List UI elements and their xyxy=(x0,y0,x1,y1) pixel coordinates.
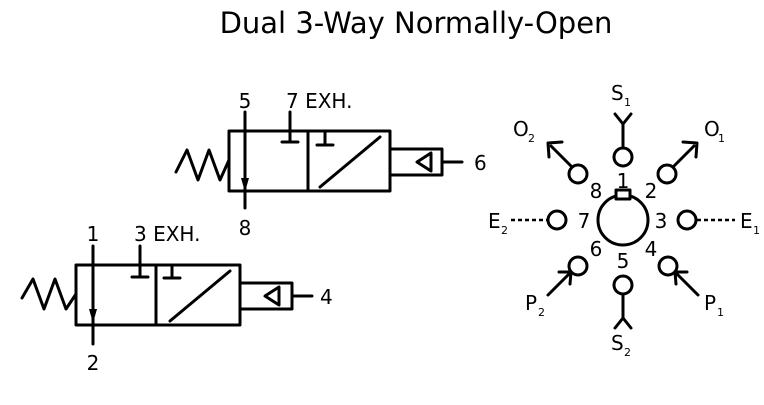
upper-valve-symbol xyxy=(174,110,464,210)
upper-port-7-exhaust-label: 7 EXH. xyxy=(286,89,352,113)
o2-arrow-line xyxy=(549,144,574,169)
port-circle-p2 xyxy=(567,255,589,277)
center-connector xyxy=(596,193,650,247)
port-p1-letter: P xyxy=(704,291,716,315)
port-label-e1: E 1 xyxy=(740,209,760,237)
port-label-e2: E 2 xyxy=(488,209,508,237)
port-circle-s1 xyxy=(612,146,634,168)
port-s2-subscript: 2 xyxy=(624,346,631,359)
port-e1-letter: E xyxy=(740,209,753,233)
pin-label-7: 7 xyxy=(578,209,591,233)
pin-label-4: 4 xyxy=(645,237,658,261)
lower-port-1-label: 1 xyxy=(87,222,100,246)
upper-port-8-label: 8 xyxy=(239,216,252,240)
pin-label-6: 6 xyxy=(590,237,603,261)
lower-spring-icon xyxy=(20,277,78,311)
port-p2-letter: P xyxy=(525,291,537,315)
port-circle-e1 xyxy=(676,209,698,231)
s1-fork-icon xyxy=(613,112,633,126)
port-s1-letter: S xyxy=(611,81,624,105)
port-s2-letter: S xyxy=(611,331,624,355)
upper-port-5-label: 5 xyxy=(239,89,252,113)
s2-fork-icon xyxy=(613,316,633,330)
port-label-s1: S 1 xyxy=(611,81,631,109)
lower-port-2-label: 2 xyxy=(87,351,100,375)
port-o1-letter: O xyxy=(704,117,720,141)
p2-arrow-line xyxy=(546,271,572,297)
center-connector-key xyxy=(614,188,632,201)
port-label-o1: O 1 xyxy=(704,117,725,145)
lower-port-4-label: 4 xyxy=(320,285,333,309)
port-o2-subscript: 2 xyxy=(528,132,535,145)
p1-arrow-line xyxy=(674,271,700,297)
port-label-p1: P 1 xyxy=(704,291,724,319)
diagram-title: Dual 3-Way Normally-Open xyxy=(220,6,613,40)
pin-label-8: 8 xyxy=(590,179,603,203)
p1-arrowhead-icon xyxy=(673,270,689,286)
pin-label-2: 2 xyxy=(645,179,658,203)
port-circle-o1 xyxy=(656,163,678,185)
lower-right-diagonal xyxy=(168,269,232,323)
port-s1-subscript: 1 xyxy=(624,96,631,109)
upper-solenoid-triangle-icon xyxy=(415,151,433,173)
upper-flow-arrowhead-icon xyxy=(241,178,249,192)
port-o1-subscript: 1 xyxy=(718,132,725,145)
port-label-p2: P 2 xyxy=(525,291,545,319)
pin-label-3: 3 xyxy=(655,209,668,233)
port-e2-letter: E xyxy=(488,209,501,233)
port-e2-subscript: 2 xyxy=(501,224,508,237)
port-e1-subscript: 1 xyxy=(753,224,760,237)
port-label-o2: O 2 xyxy=(513,117,535,145)
o1-arrowhead-icon xyxy=(681,140,699,159)
port-o2-letter: O xyxy=(513,117,529,141)
o1-arrow-line xyxy=(671,144,696,169)
port-label-s2: S 2 xyxy=(611,331,631,359)
port-circle-e2 xyxy=(546,209,568,231)
port-circle-o2 xyxy=(567,163,589,185)
port-p2-subscript: 2 xyxy=(538,306,545,319)
lower-solenoid-triangle-icon xyxy=(263,285,281,307)
port-p1-subscript: 1 xyxy=(717,306,724,319)
lower-flow-arrowhead-icon xyxy=(89,309,97,323)
lower-valve-symbol xyxy=(20,244,314,346)
o2-arrowhead-icon xyxy=(546,140,564,159)
port-circle-s2 xyxy=(612,274,634,296)
pin-label-5: 5 xyxy=(617,249,630,273)
port-circle-p1 xyxy=(657,255,679,277)
lower-port-3-exhaust-label: 3 EXH. xyxy=(134,222,200,246)
p2-arrowhead-icon xyxy=(557,270,573,286)
pin-label-1: 1 xyxy=(617,169,630,193)
pin-diagram xyxy=(511,112,735,330)
upper-spring-icon xyxy=(174,148,231,182)
lower-valve-body xyxy=(74,263,242,327)
upper-port-6-label: 6 xyxy=(474,151,487,175)
upper-right-diagonal xyxy=(318,135,382,189)
